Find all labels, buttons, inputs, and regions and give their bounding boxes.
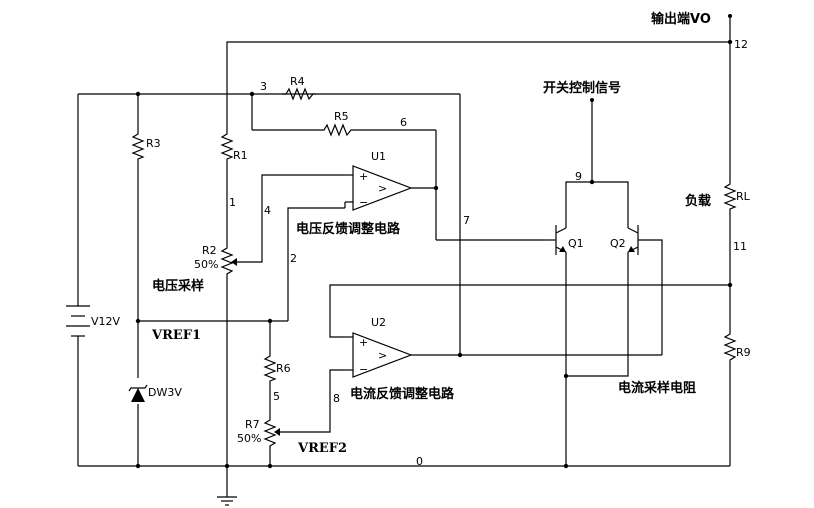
potentiometer-r7 <box>263 416 280 448</box>
annotation-current-sampling-resistor: 电流采样电阻 <box>618 380 696 396</box>
node-12: 12 <box>734 38 748 51</box>
annotation-current-feedback: 电流反馈调整电路 <box>350 386 455 402</box>
ground-symbol <box>217 496 237 506</box>
annotation-load: 负载 <box>685 193 711 209</box>
label-q1: Q1 <box>568 237 584 250</box>
annotation-switch-control-signal: 开关控制信号 <box>543 80 621 96</box>
transistor-q1 <box>547 225 567 255</box>
node-2: 2 <box>290 252 297 265</box>
label-r6: R6 <box>276 362 291 375</box>
node-7: 7 <box>463 214 470 227</box>
resistor-rl <box>723 180 737 212</box>
u1-plus-sign: + <box>359 170 368 183</box>
node-11: 11 <box>733 240 747 253</box>
u2-amp-symbol: > <box>378 349 387 362</box>
resistor-r1 <box>220 130 234 162</box>
resistor-r5 <box>320 123 356 137</box>
potentiometer-r2 <box>220 244 237 280</box>
label-r7-percent: 50% <box>237 432 261 445</box>
battery-v12v <box>66 305 90 337</box>
label-v12v: V12V <box>91 315 121 328</box>
transistor-q2 <box>627 225 640 255</box>
node-4: 4 <box>264 204 271 217</box>
opamp-u2: + − > <box>345 332 413 378</box>
node-3: 3 <box>260 80 267 93</box>
node-5: 5 <box>273 390 280 403</box>
annotation-voltage-feedback: 电压反馈调整电路 <box>296 221 401 237</box>
wires <box>77 16 731 497</box>
node-0: 0 <box>416 455 423 468</box>
junction-dots <box>135 14 733 469</box>
label-u2: U2 <box>371 316 386 329</box>
label-q2: Q2 <box>610 237 626 250</box>
label-r2-percent: 50% <box>194 258 218 271</box>
node-9: 9 <box>575 170 582 183</box>
u2-plus-sign: + <box>359 336 368 349</box>
label-r4: R4 <box>290 75 305 88</box>
label-r9: R9 <box>736 346 751 359</box>
node-8: 8 <box>333 392 340 405</box>
label-r7: R7 <box>245 418 260 431</box>
annotation-vref1: VREF1 <box>151 328 201 343</box>
node-1: 1 <box>229 196 236 209</box>
label-r5: R5 <box>334 110 349 123</box>
zener-dw3v <box>128 384 148 402</box>
label-r1: R1 <box>233 149 248 162</box>
annotation-vref2: VREF2 <box>297 441 347 456</box>
label-rl: RL <box>736 190 751 203</box>
annotation-voltage-sampling: 电压采样 <box>152 278 204 294</box>
label-r2: R2 <box>202 244 217 257</box>
label-u1: U1 <box>371 150 386 163</box>
annotation-output-terminal: 输出端VO <box>651 11 711 27</box>
u1-amp-symbol: > <box>378 182 387 195</box>
resistor-r9 <box>723 330 737 366</box>
opamp-u1: + − > <box>344 165 413 211</box>
resistor-r6 <box>263 352 277 384</box>
u1-minus-sign: − <box>359 196 368 209</box>
label-dw3v: DW3V <box>148 386 182 399</box>
resistor-r3 <box>131 130 145 162</box>
label-r3: R3 <box>146 137 161 150</box>
u2-minus-sign: − <box>359 363 368 376</box>
resistor-r4 <box>282 87 316 101</box>
node-6: 6 <box>400 116 407 129</box>
